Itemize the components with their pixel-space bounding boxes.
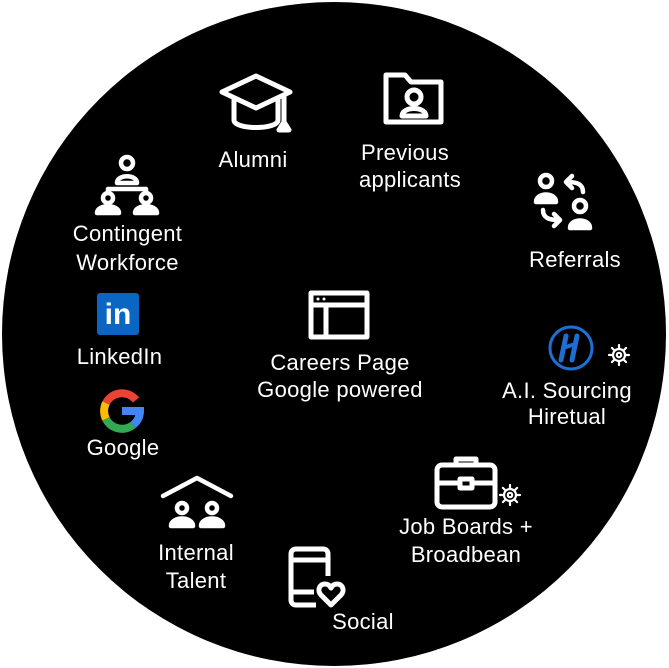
source-label: Hiretual — [527, 404, 607, 429]
briefcase-icon — [434, 456, 498, 510]
source-label: Google powered — [257, 377, 423, 402]
house-people-icon — [160, 475, 234, 529]
source-label: Contingent — [72, 221, 183, 246]
source-label: Google — [86, 435, 160, 460]
referral-exchange-icon — [533, 172, 593, 231]
hiretual-logo-icon — [548, 325, 594, 371]
graduation-cap-icon — [219, 73, 293, 133]
source-label: Careers Page — [270, 350, 410, 375]
source-label: Talent — [165, 568, 227, 593]
source-label: Previous — [361, 140, 449, 165]
folder-profile-icon — [383, 72, 444, 125]
source-label: LinkedIn — [76, 344, 163, 369]
source-label: Social — [332, 609, 394, 634]
linkedin-icon: in — [97, 293, 139, 335]
source-label: A.I. Sourcing — [502, 378, 632, 403]
google-icon — [100, 389, 145, 433]
org-chart-people-icon — [94, 154, 160, 216]
source-label: Alumni — [218, 147, 288, 172]
source-label: Internal — [158, 540, 234, 565]
source-label: Workforce — [76, 250, 179, 275]
source-label: Job Boards + — [399, 514, 533, 539]
source-label: Broadbean — [410, 542, 522, 567]
gear-icon — [607, 343, 631, 367]
source-label: applicants — [358, 167, 462, 192]
gear-icon — [498, 483, 522, 507]
source-label: Referrals — [529, 247, 621, 272]
phone-heart-icon — [288, 546, 346, 608]
browser-window-icon — [308, 290, 370, 340]
